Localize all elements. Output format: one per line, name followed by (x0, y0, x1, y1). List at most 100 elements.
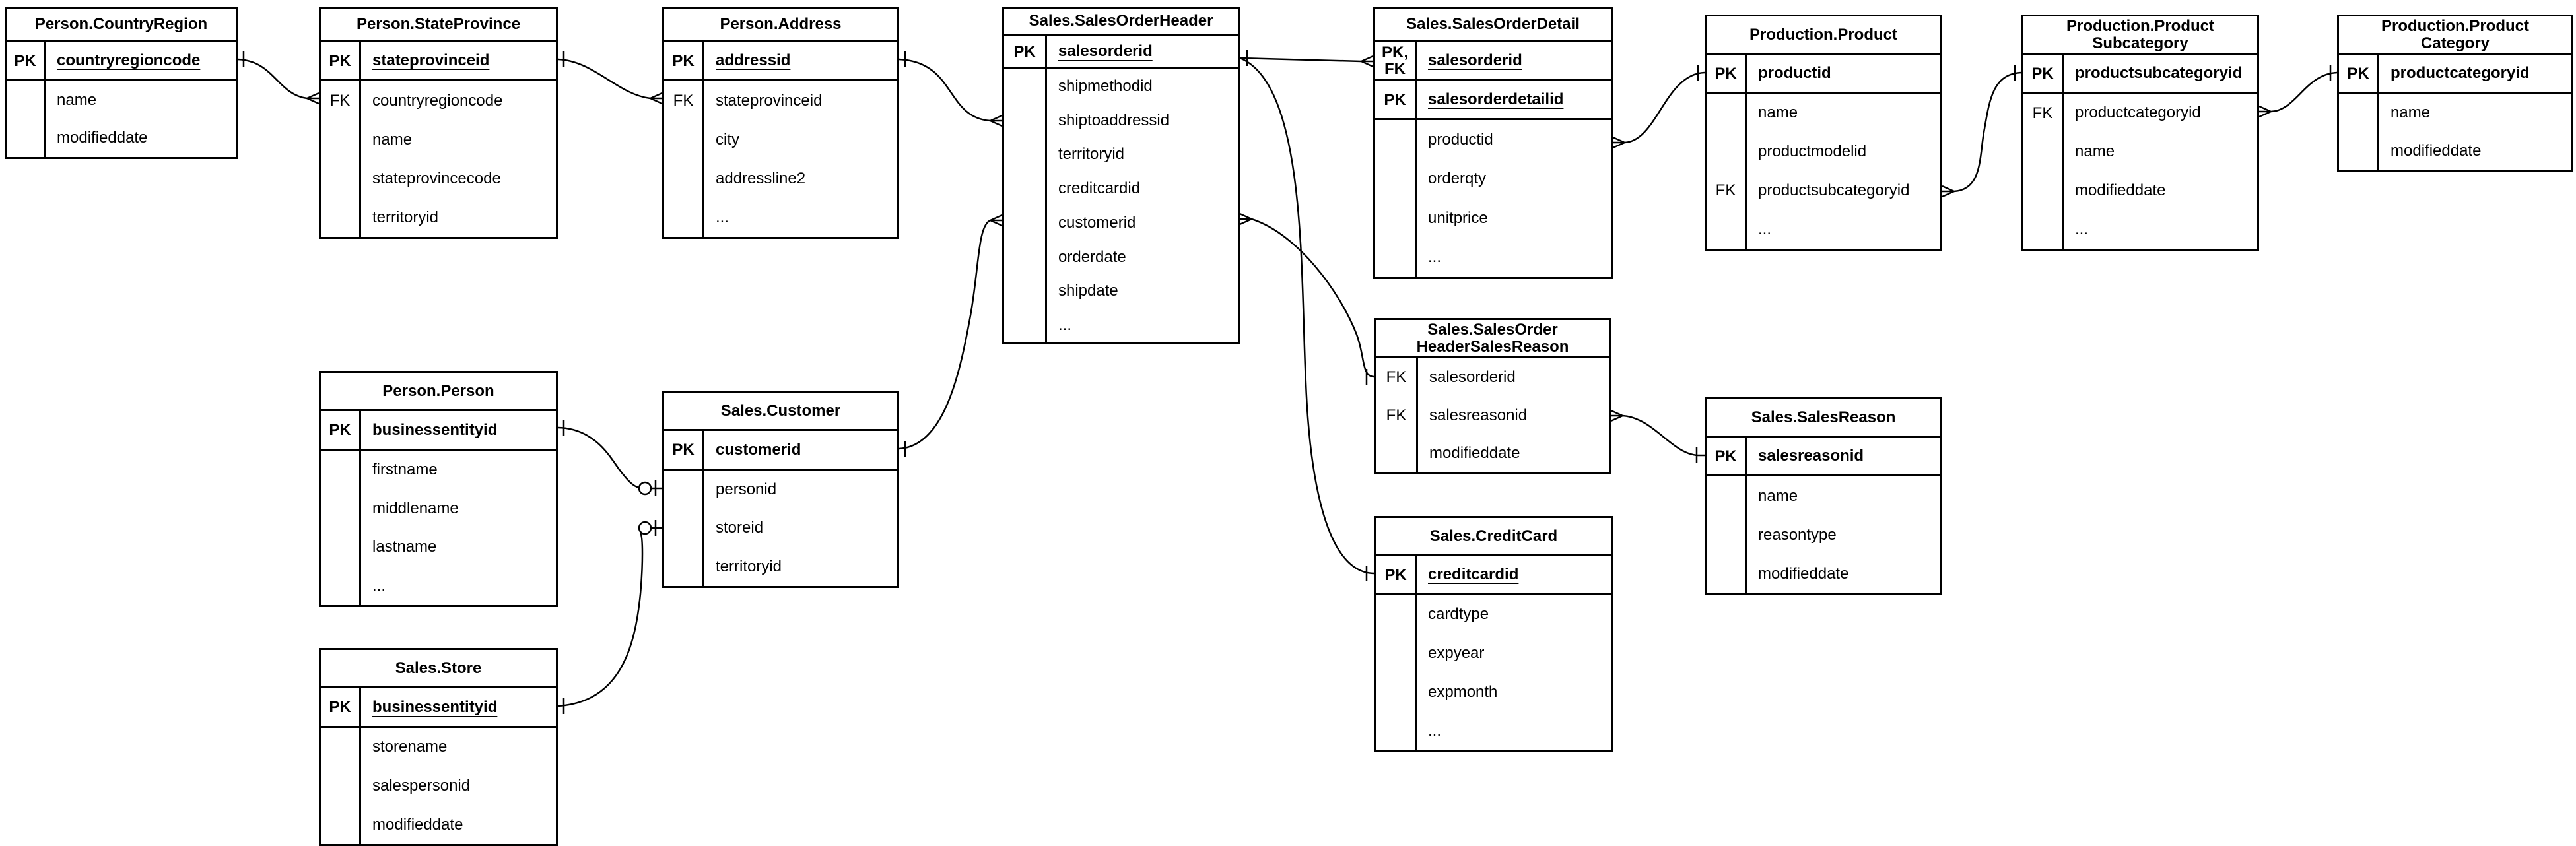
key-flag (321, 120, 359, 159)
column-name: modifieddate (44, 129, 236, 147)
relationship-address_salesorderheader[interactable] (898, 51, 1003, 127)
primary-key-column-name: salesorderid (1428, 51, 1522, 69)
entity-title-line: Person.CountryRegion (34, 15, 208, 33)
key-flag: PK (1714, 447, 1737, 465)
attribute-row: ... (1376, 711, 1611, 750)
column-name-text: customerid (1058, 213, 1136, 232)
key-flag: PK (329, 421, 351, 439)
column-name: modifieddate (1745, 565, 1940, 583)
column-name-text: personid (716, 480, 777, 499)
column-name-text: unitprice (1428, 209, 1488, 227)
column-name: storeid (702, 519, 897, 537)
key-flag: PK (1384, 90, 1406, 109)
primary-key-column-name: salesreasonid (1758, 447, 1864, 465)
attribute-row: personid (664, 471, 897, 509)
column-name-text: countryregioncode (372, 91, 503, 110)
column-name: modifieddate (2377, 142, 2571, 160)
relationship-headersalesreason_salesreason[interactable] (1610, 409, 1705, 463)
relationship-countryregion_stateprovince[interactable] (237, 51, 320, 105)
entity-title-line: Person.StateProvince (356, 15, 521, 33)
column-name-text: modifieddate (1758, 564, 1849, 583)
attribute-row: middlename (321, 490, 556, 529)
column-name-text: salesreasonid (1429, 406, 1528, 424)
column-name-text: shiptoaddressid (1058, 111, 1170, 129)
column-name: personid (702, 480, 897, 499)
relationship-product_productsubcategory[interactable] (1942, 65, 2022, 198)
column-name: modifieddate (2062, 181, 2257, 200)
relationship-stateprovince_address[interactable] (557, 51, 663, 105)
key-column-divider (359, 688, 361, 844)
column-name-text: storename (372, 738, 448, 756)
relationship-salesorderheader_creditcard[interactable] (1239, 57, 1375, 581)
key-flag (321, 528, 359, 567)
column-name-text: productid (1428, 130, 1493, 148)
attribute-row: modifieddate (1376, 434, 1609, 472)
attribute-row: modifieddate (2023, 172, 2257, 211)
column-name: storename (359, 738, 556, 756)
primary-key-column-name: productid (1758, 64, 1831, 82)
key-flag: PK (1714, 64, 1737, 82)
key-flag (1376, 595, 1415, 634)
entity-title: Sales.SalesReason (1707, 399, 1940, 438)
column-name: productsubcategoryid (1745, 181, 1940, 200)
key-flag: FK (1386, 368, 1407, 387)
primary-key-column-name: productsubcategoryid (2075, 64, 2243, 82)
column-name: ... (1745, 220, 1940, 239)
primary-key-column-name: creditcardid (1428, 566, 1519, 583)
attribute-row: FK countryregioncode (321, 81, 556, 120)
relationship-store_customer[interactable] (557, 520, 662, 714)
entity-title-line: Sales.SalesOrder (1427, 320, 1558, 339)
attribute-row: reasontype (1707, 515, 1940, 554)
column-name: shipmethodid (1045, 77, 1238, 96)
relationship-salesorderheader_salesorderdetail[interactable] (1239, 50, 1374, 68)
column-name: salespersonid (359, 777, 556, 795)
entity-title: Sales.Store (321, 650, 556, 688)
column-name: countryregioncode (44, 51, 236, 70)
attribute-row: ... (2023, 210, 2257, 249)
attribute-row: territoryid (321, 198, 556, 237)
key-flag: PK, FK (1381, 44, 1408, 78)
column-name-text: shipmethodid (1058, 77, 1153, 95)
column-name: ... (1045, 316, 1238, 335)
key-column-divider (702, 42, 704, 237)
key-flag (1707, 210, 1745, 249)
key-flag: FK (329, 92, 351, 110)
relationship-productsubcategory_productcategory[interactable] (2258, 65, 2338, 118)
key-flag (2023, 210, 2062, 249)
column-name: productsubcategoryid (2062, 64, 2257, 82)
relationship-salesorderdetail_product[interactable] (1612, 65, 1705, 149)
column-name: customerid (1045, 214, 1238, 232)
column-name: productid (1415, 131, 1611, 149)
relationship-customer_salesorderheader[interactable] (898, 214, 1003, 457)
relationship-salesorderheader_headersalesreason[interactable] (1239, 212, 1375, 385)
column-name: addressline2 (702, 170, 897, 188)
primary-key-row: PK, FK salesorderid (1375, 42, 1611, 81)
column-name: orderdate (1045, 248, 1238, 267)
relationship-person_customer[interactable] (557, 420, 662, 496)
column-name: shiptoaddressid (1045, 112, 1238, 130)
